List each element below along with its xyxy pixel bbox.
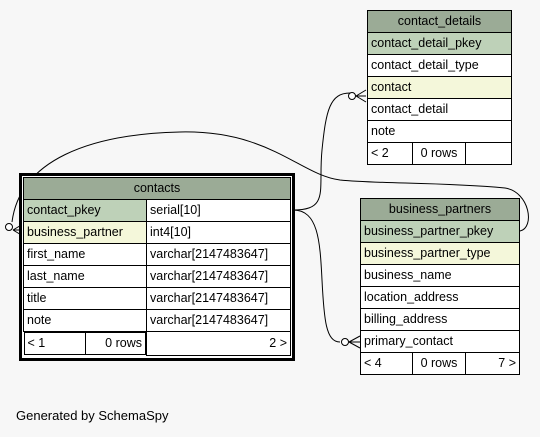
footer-parents: < 4 (360, 352, 413, 375)
footer-left-group: < 1 0 rows (23, 332, 147, 355)
table-business-partners[interactable]: business_partners business_partner_pkey … (360, 198, 520, 375)
relation-end-circle (341, 338, 349, 346)
footer-rows: 0 rows (412, 352, 466, 375)
relation-business-partners-contacts (11, 131, 529, 232)
footer-children: 7 > (465, 352, 520, 375)
column-contact: contact (367, 76, 512, 99)
footer-parents: < 1 (23, 332, 86, 355)
column-title-type: varchar[2147483647] (146, 287, 291, 310)
column-business-partner-type: int4[10] (146, 221, 291, 244)
column-business-partner: business_partner (23, 221, 147, 244)
column-contact-detail: contact_detail (367, 98, 512, 121)
column-first-name: first_name (23, 243, 147, 266)
relation-end-circle (348, 92, 356, 100)
footer-children: 2 > (146, 331, 291, 356)
table-header: business_partners (360, 198, 520, 221)
column-billing-address: billing_address (360, 308, 520, 331)
table-contact-details[interactable]: contact_details contact_detail_pkey cont… (367, 10, 512, 165)
relation-crowfoot (355, 89, 367, 103)
column-business-partner-pkey: business_partner_pkey (360, 220, 520, 243)
table-contacts[interactable]: contacts contact_pkey serial[10] busines… (23, 177, 291, 356)
column-last-name-type: varchar[2147483647] (146, 265, 291, 288)
footer-rows: 0 rows (412, 142, 466, 165)
column-last-name: last_name (23, 265, 147, 288)
column-location-address: location_address (360, 286, 520, 309)
column-business-name: business_name (360, 264, 520, 287)
column-business-partner-type: business_partner_type (360, 242, 520, 265)
column-contact-pkey-type: serial[10] (146, 199, 291, 222)
footer-parents: < 2 (367, 142, 413, 165)
relation-contacts-contact-details (292, 92, 351, 211)
relation-end-circle (5, 223, 13, 231)
footer-rows: 0 rows (84, 332, 146, 355)
column-note: note (23, 309, 147, 332)
generator-credit: Generated by SchemaSpy (16, 408, 169, 423)
relation-crowfoot (348, 335, 361, 349)
relation-contacts-business-partners (292, 209, 341, 343)
column-contact-detail-pkey: contact_detail_pkey (367, 32, 512, 55)
column-contact-pkey: contact_pkey (23, 199, 147, 222)
column-primary-contact: primary_contact (360, 330, 520, 353)
column-contact-detail-type: contact_detail_type (367, 54, 512, 77)
column-note-type: varchar[2147483647] (146, 309, 291, 332)
table-header: contacts (23, 177, 291, 200)
column-note: note (367, 120, 512, 143)
column-first-name-type: varchar[2147483647] (146, 243, 291, 266)
table-header: contact_details (367, 10, 512, 33)
column-title: title (23, 287, 147, 310)
footer-children (465, 142, 512, 165)
